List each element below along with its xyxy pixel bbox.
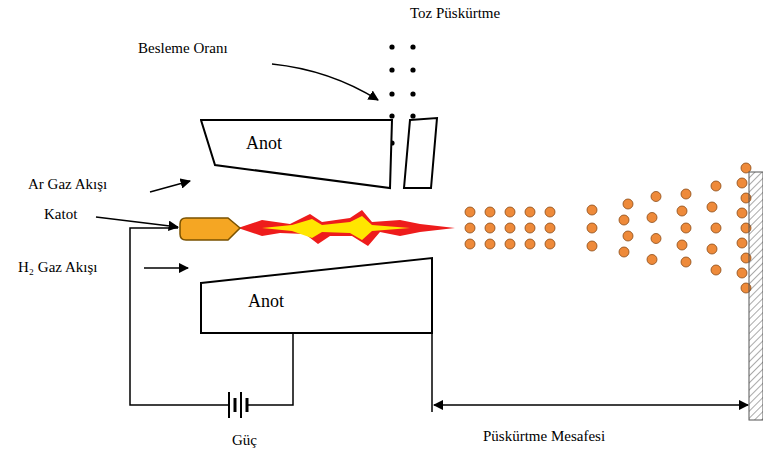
anode-block: Anot [200,256,434,335]
powder-dot [389,44,394,49]
cathode [180,218,240,240]
powder-dot [410,113,415,118]
particle [619,247,629,257]
cathode-label: Katot [44,206,77,223]
particle [587,241,597,251]
distance-label: Püskürtme Mesafesi [483,428,605,445]
particle [707,202,717,212]
particle [681,257,691,267]
particle [485,207,495,217]
particle [545,239,555,249]
battery-symbol [229,392,247,418]
substrate [749,172,763,420]
gas-label: Ar Gaz Akışı [28,176,107,193]
powder-dot [389,67,394,72]
particle [545,207,555,217]
particle [485,223,495,233]
particle [737,268,747,278]
particle [485,239,495,249]
particle [677,240,687,250]
particle [681,189,691,199]
particle [737,208,747,218]
leader-arrow [96,217,178,227]
particle [525,223,535,233]
power-label: Güç [232,432,257,449]
plasma-flame [238,210,455,246]
gas-label: H₂ Gaz Akışı [18,259,97,276]
plasma-flame-core [262,216,410,240]
wire [248,334,293,405]
particle [737,178,747,188]
particle [651,234,661,244]
particle [505,239,515,249]
particle [711,181,721,191]
spray-particles [465,163,751,293]
anode-label: Anot [248,292,284,312]
anode-block: Anot [200,118,394,190]
particle [545,223,555,233]
leader-arrow [150,181,190,192]
particle [505,223,515,233]
powder-dot [389,91,394,96]
particle [465,223,475,233]
powder-dot [410,44,415,49]
extension-line [431,334,433,412]
anode-outline [200,256,434,335]
particle [465,239,475,249]
particle [677,206,687,216]
leader-arrow [144,267,188,269]
powder-dot [410,67,415,72]
feed-label: Toz Püskürtme [410,5,500,22]
particle [525,207,535,217]
feed-rate-label: Besleme Oranı [138,40,228,57]
particle [587,205,597,215]
particle [647,255,657,265]
powder-dot [389,113,394,118]
powder-dot [410,91,415,96]
particle [623,199,633,209]
particle [623,231,633,241]
particle [681,223,691,233]
particle [587,223,597,233]
feed-nozzle [404,118,437,188]
particle [737,238,747,248]
leader-arrow [272,64,378,100]
particle [711,265,721,275]
particle [647,213,657,223]
particle [465,207,475,217]
particle [711,223,721,233]
particle [525,239,535,249]
anode-outline [200,118,394,190]
anode-label: Anot [246,134,282,154]
particle [651,192,661,202]
particle [505,207,515,217]
dimension-arrow [434,404,748,406]
particle [707,244,717,254]
particle [619,215,629,225]
